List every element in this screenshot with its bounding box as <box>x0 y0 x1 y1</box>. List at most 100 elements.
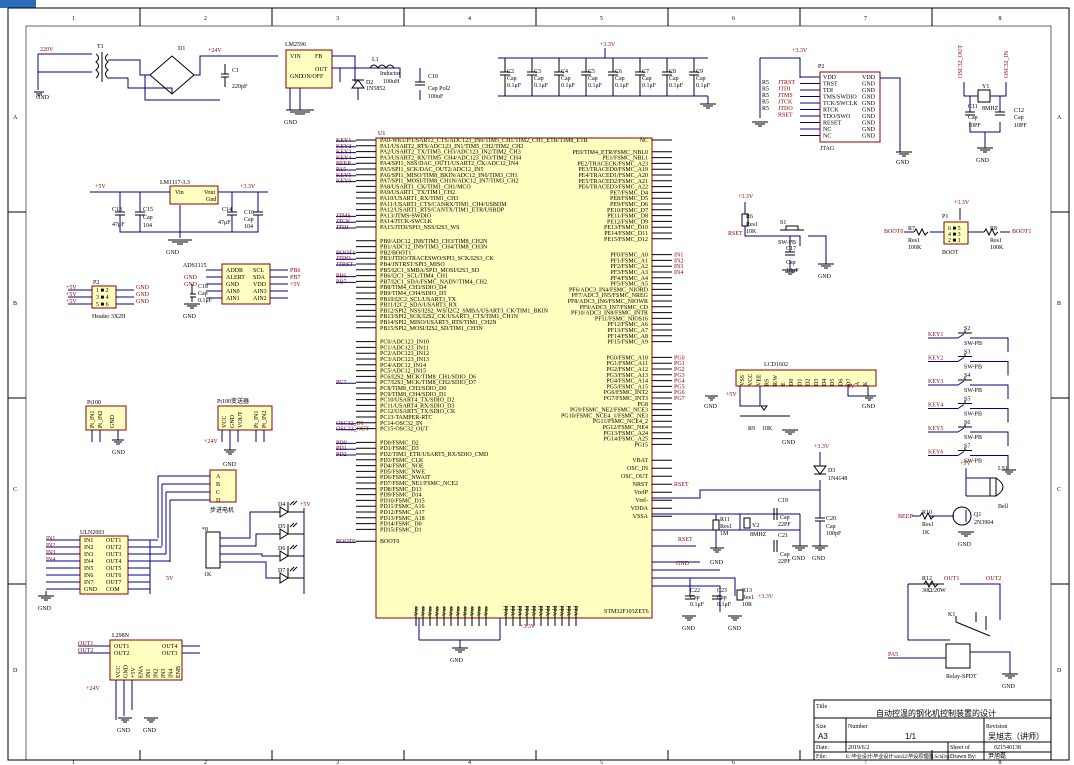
gnd-lcd-1: GND <box>704 404 718 410</box>
header-ref: P2 <box>93 280 99 286</box>
mcu-pin-right: PF2/FSMC_A2 <box>610 264 648 270</box>
gnd-osc-5: GND <box>728 626 742 632</box>
stepper-pin: A <box>216 474 221 480</box>
stepper-body <box>209 469 237 503</box>
mcu-vdd-label: Vdd <box>511 606 517 616</box>
decoupling-cap-type: Cap <box>696 76 706 82</box>
title-block: Title 自动控温的钢化机控制装置的设计 Size A3 Number 1/1… <box>813 699 1052 761</box>
relay-out1: OUT1 <box>944 576 959 582</box>
mcu-pin-left: PB7/I2C1_SDA/FSMC_NADV/TIM4_CH2 <box>380 279 487 285</box>
relay-circuit: R12 30Ω/20W OUT1 OUT2 K1 Relay-SPDT PA5 … <box>888 576 1018 690</box>
gnd-crystal: GND <box>976 158 990 164</box>
mcu-pin-right: PE14/FSMC_D11 <box>604 231 648 237</box>
uln-pin-left: IN3 <box>84 552 93 558</box>
r8-value2: 100K <box>990 245 1004 251</box>
mcu-pin-left: PA1/USART2_RTS/ADC123_IN1/TIM5_CH2/TIM2_… <box>380 144 523 150</box>
c19-cap: Cap <box>780 515 790 521</box>
lm2596-pin-onoff: ON/OFF <box>302 74 324 80</box>
mcu-pin-right: PE6/TRACED3/FSMC_A22 <box>578 185 648 191</box>
column-label-bottom: 8 <box>999 760 1002 765</box>
boot-name: BOOT <box>942 250 959 256</box>
column-label-bottom: 4 <box>468 760 471 765</box>
jtag-net-label: RSET <box>778 113 793 119</box>
l298-bottom-pin: ENA <box>139 665 145 678</box>
mcu-pin-right: PE8/FSMC_D5 <box>610 196 648 202</box>
d3-value: 1N4148 <box>828 476 847 482</box>
lcd-name: LCD1602 <box>764 362 788 368</box>
p1-label: P1 <box>942 214 948 220</box>
mcu-pin-left: PB2/BOOT1 <box>380 250 411 256</box>
c20-label: C20 <box>826 516 836 522</box>
row-label-right: C <box>1057 487 1061 493</box>
header-3x2: P2 1 ■ 2 3 ■ 4 5 ■ 6 +5V +5V +5V GND GND… <box>66 280 150 320</box>
header-v5-2: +5V <box>66 292 77 298</box>
mcu-net-right: IN1 <box>674 253 683 259</box>
mcu-vss-label: Vss <box>414 606 420 616</box>
column-label-bottom: 2 <box>204 760 207 765</box>
mcu-pin-left: PC0/ADC123_IN10 <box>380 340 429 346</box>
mcu-pin-left: PC6/I2S2_MCK/TIM8_CH1/SDIO_D6 <box>380 374 476 380</box>
gnd-relay: GND <box>1002 684 1016 690</box>
r9-label: R9 <box>748 426 755 432</box>
tx-pin-vout: VOUT <box>238 411 244 428</box>
mcu-vdd-label: Vdd <box>560 606 566 616</box>
jtag-pin-left: TCK/SWCLK <box>823 101 858 107</box>
mcu-pin-right: VBAT <box>632 458 648 464</box>
drawn-value: 尹旭磊 <box>988 752 1006 760</box>
key-value-label: SW-PB <box>964 365 982 371</box>
header-pins-3: 3 ■ 4 <box>96 295 109 301</box>
k1-label: K1 <box>948 612 955 618</box>
mcu-pin-left: PB13/SPI2_SCK/I2S2_CK/USART3_CTS/TIM1_CH… <box>380 314 519 320</box>
mcu-pin-right: PE1/FSMC_NBL1 <box>602 156 648 162</box>
key-value-label: SW-PB <box>964 341 982 347</box>
decoupling-cap-label: C7 <box>642 69 649 75</box>
decoupling-cap-type: Cap <box>507 76 517 82</box>
mcu-pin-right: PG6/FSMC_INT2 <box>604 390 648 396</box>
sheet-value: 021540138 <box>994 745 1021 751</box>
lcd-pin: D5 <box>830 379 836 386</box>
c17-label: C17 <box>786 246 796 252</box>
row-label: A <box>13 115 18 121</box>
mcu-pin-left: PA3/USART2_RX/TIM5_CH4/ADC123_IN3/TIM2_C… <box>380 155 521 161</box>
mcu-pin-right: PG13/FSMC_A24 <box>603 431 648 437</box>
uln-body <box>79 535 129 595</box>
row-label: C <box>13 487 17 493</box>
lcd-pin: D6 <box>838 379 844 386</box>
mcu-vdd-label: Vdd <box>504 606 510 616</box>
c19-value: 22PF <box>778 522 791 528</box>
mcu-pin-left: PB0/ADC12_IN8/TIM3_CH3/TIM8_CH2N <box>380 239 488 245</box>
d3-label: D3 <box>828 468 835 474</box>
key-switch-symbol <box>958 447 972 451</box>
lcd-pin: E <box>781 382 787 386</box>
uln-pin-left: GND <box>84 587 98 593</box>
sheet-label: Sheet of <box>950 744 970 751</box>
mcu-pin-right: PF14/FSMC_A8 <box>607 334 648 340</box>
l298-out1-net: OUT1 <box>78 641 93 647</box>
c10-value: Cap Pol2 <box>428 86 450 92</box>
mcu-pin-right: PF10/ADC3_IN8/FSMC_INTR <box>571 311 648 317</box>
d2-label: D2 <box>366 80 373 86</box>
r7-value: Res1 <box>908 238 920 244</box>
boot-header <box>943 221 969 245</box>
jtag-pin-left: NC <box>823 127 831 133</box>
mcu-pin-left: PD14/FSMC_D0 <box>380 522 422 528</box>
mcu-net-right: RSET <box>674 482 689 488</box>
decoupling-cap-type: Cap <box>642 76 652 82</box>
gnd-lm2596: GND <box>284 120 298 126</box>
c23-cap: Cap <box>717 595 727 601</box>
mcu-pin-left: PD12/FSMC_A17 <box>380 510 425 516</box>
mcu-pin-left: PC14-OSC32_IN <box>380 421 423 427</box>
buzzer-circuit: +5V LS1 Bell Q1 2N3904 R10 Res1 1K BEEP … <box>898 461 1008 548</box>
lcd-pin: D2 <box>806 379 812 386</box>
decoupling-cap-label: C9 <box>696 69 703 75</box>
date-value: 2019/6/2 <box>848 745 869 751</box>
decoupling-cap-type: Cap <box>588 76 598 82</box>
title-text: 自动控温的钢化机控制装置的设计 <box>876 708 996 718</box>
mcu-pin-left: BOOT0 <box>380 539 399 545</box>
r10-value2: 1K <box>922 530 930 536</box>
led-ref: D6 <box>278 546 285 552</box>
gnd-osc-3: GND <box>710 560 724 566</box>
header-name: Header 3X2H <box>92 314 126 320</box>
